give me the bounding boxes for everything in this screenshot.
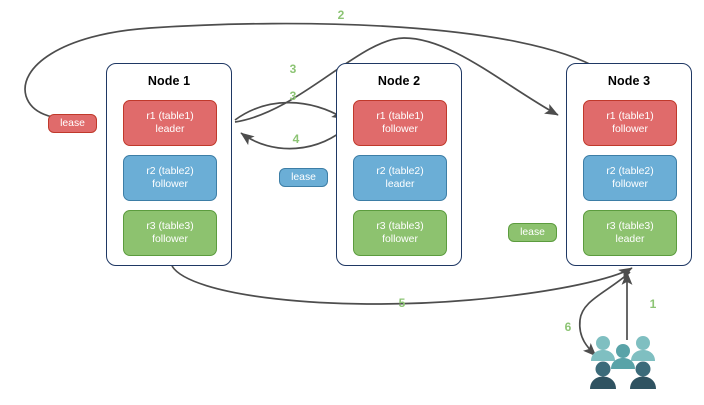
replica-line-1: r1 (table1) [146, 111, 194, 122]
node-3-title: Node 3 [607, 74, 651, 88]
replica-line-1: r2 (table2) [376, 166, 424, 177]
step-label-2: 2 [337, 8, 345, 22]
node-2-replica-r2[interactable]: r2 (table2) leader [353, 155, 447, 201]
edge-step-2 [24, 22, 602, 127]
step-label-1: 1 [649, 297, 657, 311]
replica-line-2: follower [382, 124, 418, 135]
lease-label: lease [520, 227, 545, 238]
node-1[interactable]: Node 1 r1 (table1) leader r2 (table2) fo… [106, 63, 232, 266]
node-2[interactable]: Node 2 r1 (table1) follower r2 (table2) … [336, 63, 462, 266]
lease-label: lease [60, 118, 85, 129]
step-label-3-upper: 3 [289, 62, 297, 76]
replica-line-1: r2 (table2) [606, 166, 654, 177]
replica-line-2: follower [612, 124, 648, 135]
node-3-replica-r3[interactable]: r3 (table3) leader [583, 210, 677, 256]
node-3-replica-r2[interactable]: r2 (table2) follower [583, 155, 677, 201]
replica-line-1: r1 (table1) [376, 111, 424, 122]
lease-badge-table3[interactable]: lease [508, 223, 557, 242]
step-label-6: 6 [564, 320, 572, 334]
edge-step-3-lower [234, 101, 346, 121]
replica-line-1: r1 (table1) [606, 111, 654, 122]
lease-label: lease [291, 172, 316, 183]
replica-line-2: follower [382, 234, 418, 245]
replica-line-2: leader [615, 234, 645, 245]
replica-line-1: r3 (table3) [376, 221, 424, 232]
node-1-replica-r3[interactable]: r3 (table3) follower [123, 210, 217, 256]
replica-line-2: follower [152, 234, 188, 245]
node-1-replica-r2[interactable]: r2 (table2) follower [123, 155, 217, 201]
replica-line-2: leader [155, 124, 185, 135]
edge-step-3-upper [234, 37, 559, 123]
replica-line-1: r2 (table2) [146, 166, 194, 177]
node-3[interactable]: Node 3 r1 (table1) follower r2 (table2) … [566, 63, 692, 266]
replica-line-2: follower [152, 179, 188, 190]
replica-line-1: r3 (table3) [606, 221, 654, 232]
replica-line-2: follower [612, 179, 648, 190]
step-label-4: 4 [292, 132, 300, 146]
replica-line-2: leader [385, 179, 415, 190]
node-2-replica-r3[interactable]: r3 (table3) follower [353, 210, 447, 256]
node-2-replica-r1[interactable]: r1 (table1) follower [353, 100, 447, 146]
lease-badge-table2[interactable]: lease [279, 168, 328, 187]
step-label-3-lower: 3 [289, 89, 297, 103]
step-label-5: 5 [398, 296, 406, 310]
node-1-replica-r1[interactable]: r1 (table1) leader [123, 100, 217, 146]
edge-step-6 [578, 271, 631, 357]
node-1-title: Node 1 [147, 74, 191, 88]
node-3-replica-r1[interactable]: r1 (table1) follower [583, 100, 677, 146]
node-2-title: Node 2 [377, 74, 421, 88]
users-icon [590, 336, 656, 389]
edge-step-5 [171, 265, 633, 305]
replica-line-1: r3 (table3) [146, 221, 194, 232]
lease-badge-table1[interactable]: lease [48, 114, 97, 133]
